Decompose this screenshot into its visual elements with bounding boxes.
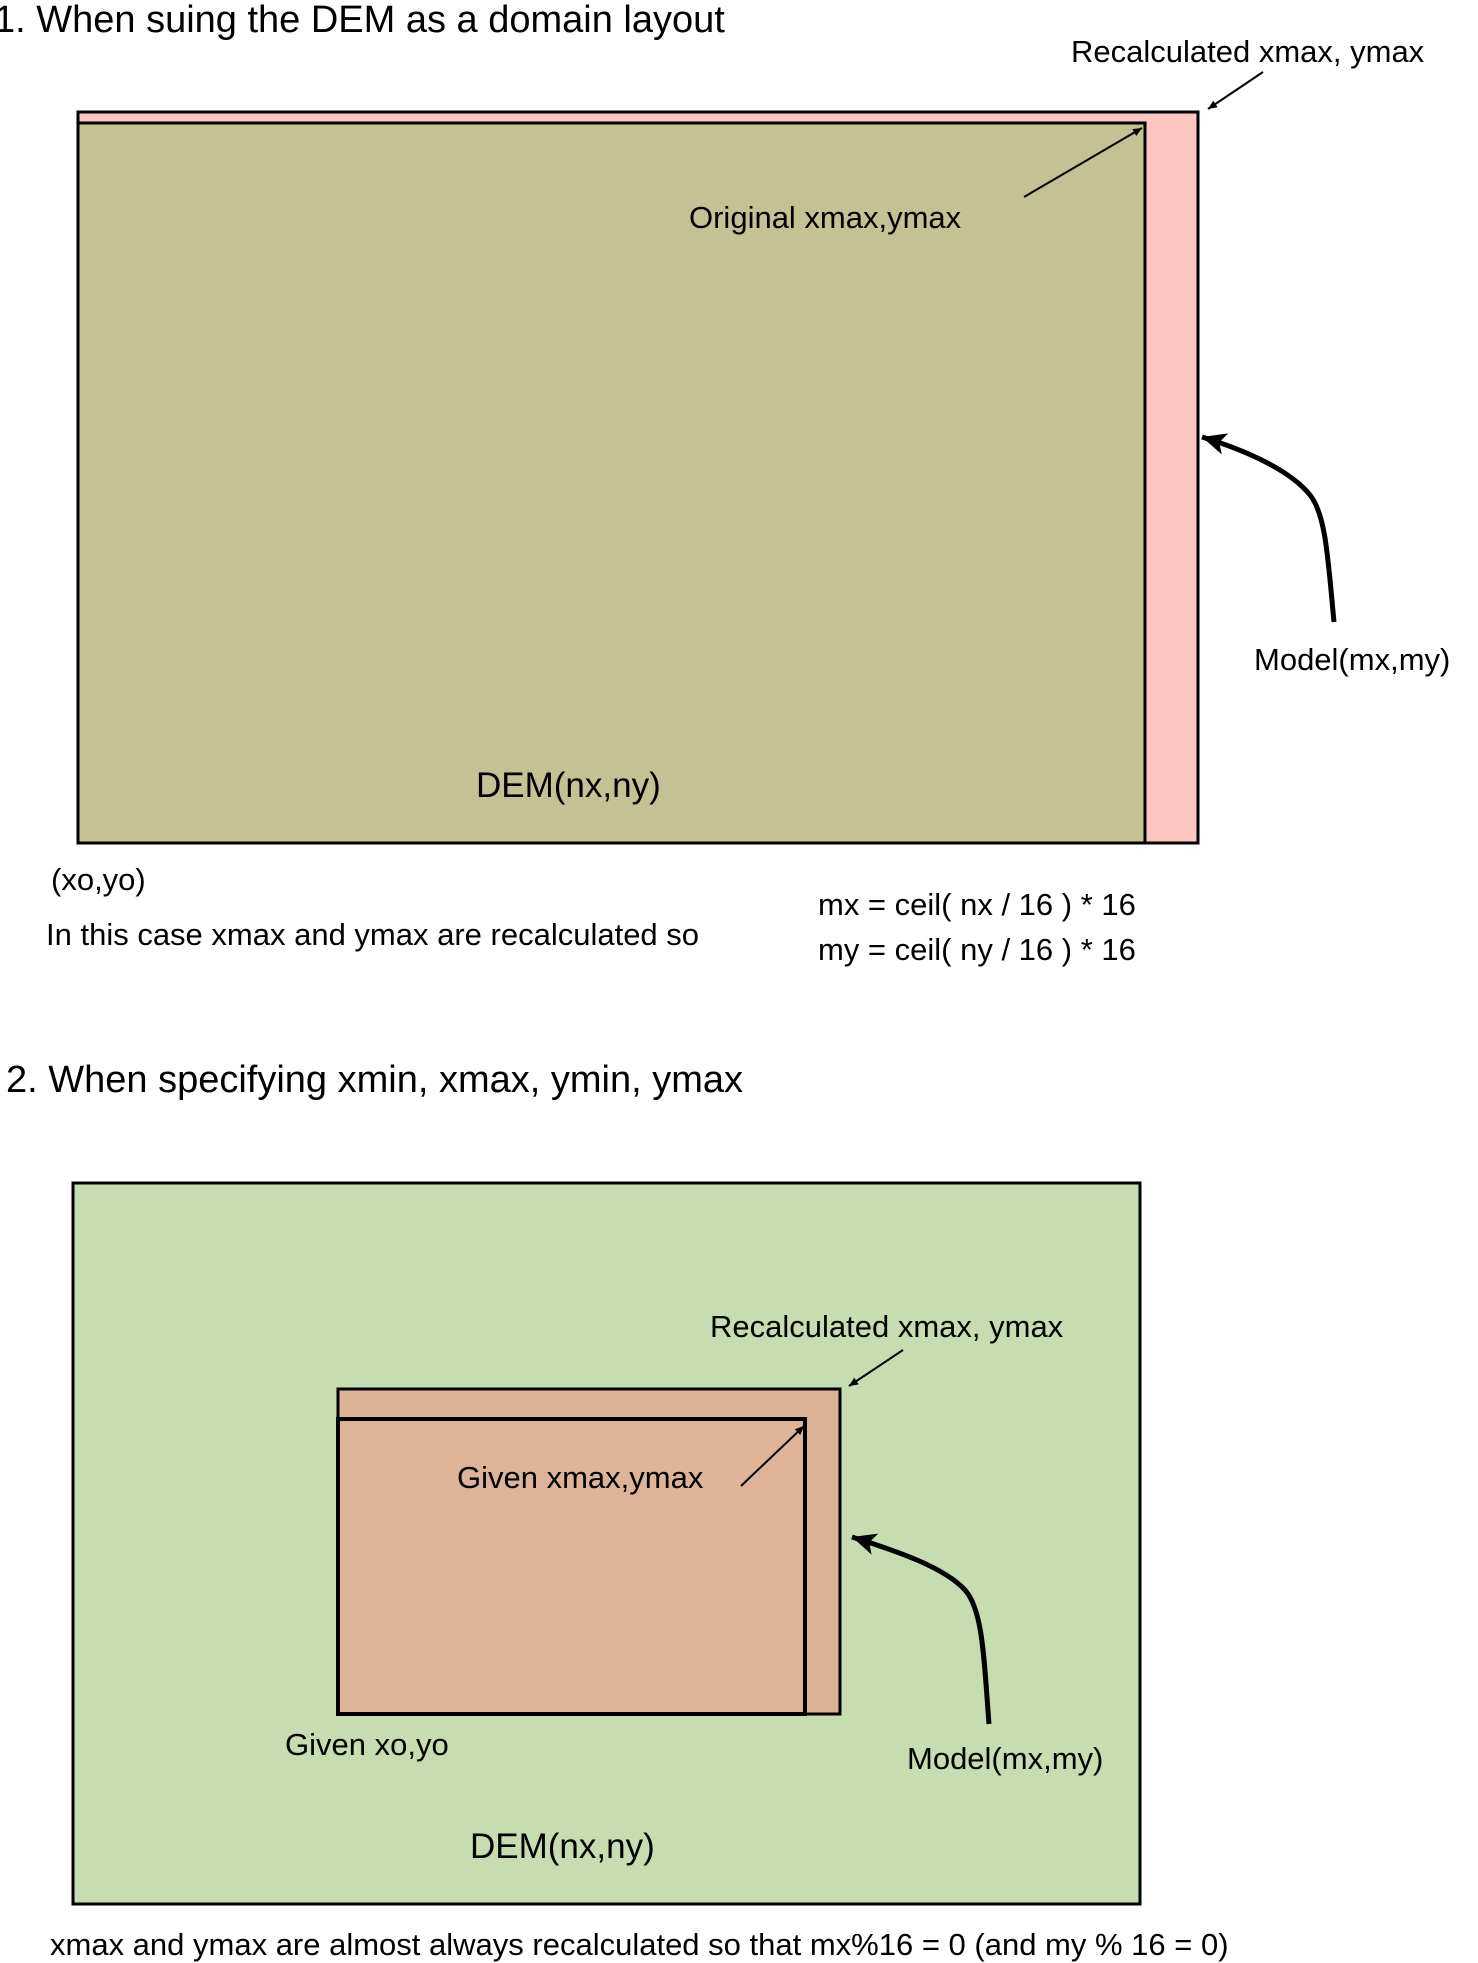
original-label: Original xmax,ymax	[689, 200, 962, 235]
original-arrow	[1023, 127, 1143, 198]
formula-my: my = ceil( ny / 16 ) * 16	[818, 932, 1136, 967]
given-origin-label: Given xo,yo	[285, 1727, 449, 1762]
recalculated-label-1: Recalculated xmax, ymax	[1071, 34, 1425, 69]
recalculated-label-2: Recalculated xmax, ymax	[710, 1309, 1064, 1344]
given-max-label: Given xmax,ymax	[457, 1460, 704, 1495]
model-arrow-1	[1201, 433, 1337, 623]
dem-label-1: DEM(nx,ny)	[476, 766, 661, 805]
dem-rect-1	[76, 121, 1147, 845]
model-label-2: Model(mx,my)	[907, 1741, 1103, 1776]
model-label-1: Model(mx,my)	[1254, 642, 1450, 677]
origin-label-1: (xo,yo)	[51, 862, 146, 897]
recalculated-arrow-1	[1207, 71, 1264, 110]
section1-title: 1. When suing the DEM as a domain layout	[0, 0, 725, 41]
recalculated-arrow-2	[848, 1349, 904, 1387]
note-2: xmax and ymax are almost always recalcul…	[50, 1927, 1229, 1962]
given-rect	[336, 1417, 807, 1716]
model-arrow-2	[851, 1533, 992, 1725]
dem-label-2: DEM(nx,ny)	[470, 1827, 655, 1866]
formula-mx: mx = ceil( nx / 16 ) * 16	[818, 887, 1136, 922]
note-1: In this case xmax and ymax are recalcula…	[46, 917, 699, 952]
given-max-arrow	[740, 1425, 805, 1487]
section2-title: 2. When specifying xmin, xmax, ymin, yma…	[6, 1059, 743, 1101]
